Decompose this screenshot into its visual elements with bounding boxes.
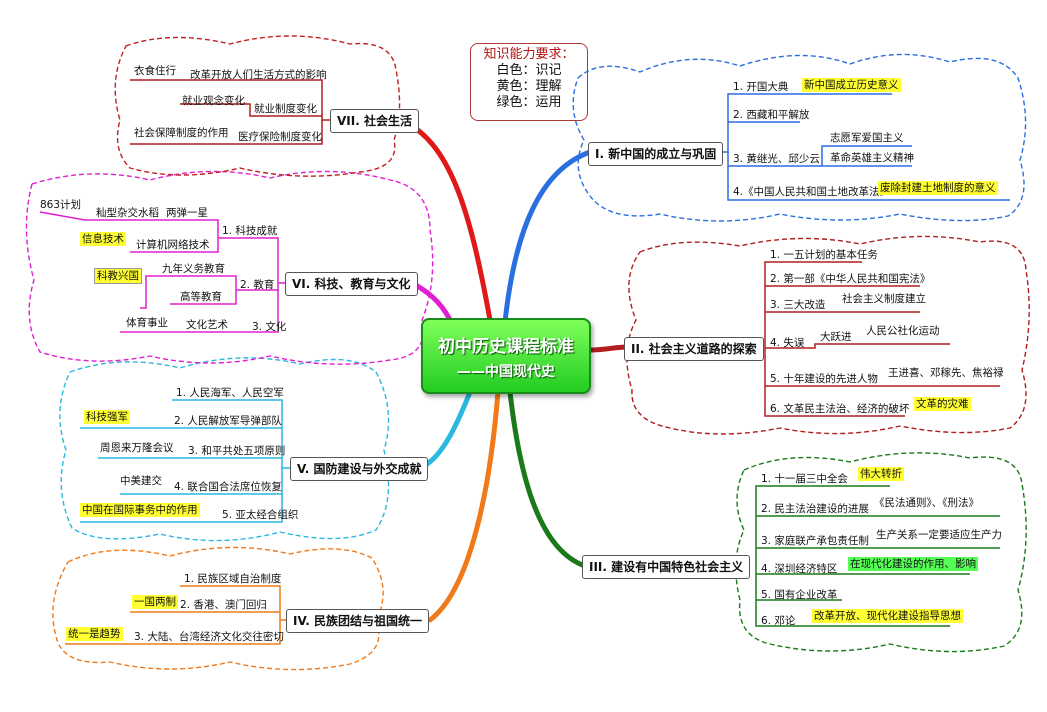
branch-VI-note-6: 科教兴国	[94, 268, 142, 284]
branch-VI-note-5: 计算机网络技术	[136, 239, 210, 251]
branch-VI-note-4: 信息技术	[80, 232, 126, 246]
branch-III-note-1: 伟大转折	[858, 467, 904, 481]
branch-III-note-4: 在现代化建设的作用、影响	[848, 557, 978, 571]
branch-VII-note-6: 医疗保险制度变化	[238, 131, 322, 143]
branch-VI-note-9: 体育事业	[126, 317, 168, 329]
branch-VI-item-2: 2. 教育	[240, 279, 275, 291]
branch-II-note-3: 人民公社化运动	[866, 325, 940, 337]
branch-VI-note-7: 九年义务教育	[162, 263, 225, 275]
branch-II-note-2: 大跃进	[820, 331, 852, 343]
branch-II-item-2: 2. 第一部《中华人民共和国宪法》	[770, 273, 931, 285]
branch-VII-note-4: 就业制度变化	[254, 103, 317, 115]
branch-I-note-2: 志愿军爱国主义	[830, 132, 904, 144]
branch-V-note-4: 中国在国际事务中的作用	[80, 503, 200, 517]
lines-branch-VI	[39, 211, 285, 333]
branch-II-item-4: 4. 失误	[770, 337, 805, 349]
branch-IV-item-2: 2. 香港、澳门回归	[180, 599, 267, 611]
branch-title-VI: VI. 科技、教育与文化	[285, 272, 418, 296]
branch-II-note-1: 社会主义制度建立	[842, 293, 926, 305]
branch-VII-note-5: 社会保障制度的作用	[134, 127, 229, 139]
branch-I-item-3: 3. 黄继光、邱少云	[733, 153, 820, 165]
branch-I-item-1: 1. 开国大典	[733, 81, 789, 93]
branch-VII-note-3: 就业观念变化	[182, 95, 245, 107]
branch-title-VII: VII. 社会生活	[330, 109, 419, 133]
lines-branch-V	[80, 399, 290, 523]
branch-III-item-2: 2. 民主法治建设的进展	[761, 503, 869, 515]
branch-I-note-1: 新中国成立历史意义	[802, 78, 901, 92]
branch-II-item-3: 3. 三大改造	[770, 299, 826, 311]
branch-VII-note-1: 衣食住行	[134, 65, 176, 77]
legend-box: 知识能力要求： 白色：识记 黄色：理解 绿色：运用	[470, 43, 588, 121]
legend-title: 知识能力要求：	[483, 47, 575, 62]
curve-branch-I	[502, 149, 593, 325]
branch-VII-note-2: 改革开放人们生活方式的影响	[190, 69, 327, 81]
cloud-branch-IV	[52, 546, 384, 671]
center-node: 初中历史课程标准 ——中国现代史	[421, 318, 591, 394]
legend-item-white: 白色：识记	[496, 63, 562, 78]
branch-III-item-3: 3. 家庭联产承包责任制	[761, 535, 869, 547]
curve-branch-V	[417, 389, 473, 471]
branch-VI-note-2: 籼型杂交水稻	[96, 207, 159, 219]
cloud-branch-III	[735, 452, 1027, 653]
branch-V-item-3: 3. 和平共处五项原则	[188, 445, 286, 457]
branch-III-item-6: 6. 邓论	[761, 615, 796, 627]
branch-I-item-2: 2. 西藏和平解放	[733, 109, 810, 121]
branch-IV-note-1: 一国两制	[132, 595, 178, 609]
lines-branch-VII	[130, 79, 330, 145]
lines-branch-I	[722, 93, 1010, 201]
branch-title-I: I. 新中国的成立与巩固	[588, 142, 724, 166]
branch-III-item-1: 1. 十一届三中全会	[761, 473, 848, 485]
branch-title-III: III. 建设有中国特色社会主义	[582, 555, 751, 579]
branch-I-note-4: 废除封建土地制度的意义	[878, 181, 998, 195]
branch-II-item-6: 6. 文革民主法治、经济的破坏	[770, 403, 910, 415]
branch-VI-item-1: 1. 科技成就	[222, 225, 278, 237]
branch-V-note-3: 中美建交	[120, 475, 162, 487]
branch-I-item-4: 4.《中国人民共和国土地改革法》	[733, 186, 891, 198]
cloud-branch-II	[626, 235, 1030, 435]
branch-III-note-2: 《民法通则》、《刑法》	[874, 497, 979, 509]
branch-V-item-2: 2. 人民解放军导弹部队	[174, 415, 282, 427]
branch-title-IV: IV. 民族团结与祖国统一	[286, 609, 429, 633]
branch-VI-note-3: 两弹一星	[166, 207, 208, 219]
branch-title-V: V. 国防建设与外交成就	[290, 457, 429, 481]
curve-branch-II	[587, 344, 631, 353]
branch-II-item-1: 1. 一五计划的基本任务	[770, 249, 878, 261]
branch-VI-note-8: 高等教育	[180, 291, 222, 303]
branch-VI-note-1: 863计划	[40, 199, 82, 211]
center-subtitle: ——中国现代史	[457, 364, 555, 380]
branch-V-note-2: 周恩来万隆会议	[100, 442, 174, 454]
branch-IV-item-1: 1. 民族区域自治制度	[184, 573, 282, 585]
cloud-branch-VII	[114, 35, 401, 177]
branch-II-note-5: 文革的灾难	[914, 397, 971, 411]
curve-branch-III	[507, 389, 588, 569]
branch-II-item-5: 5. 十年建设的先进人物	[770, 373, 878, 385]
center-title: 初中历史课程标准	[438, 337, 574, 357]
branch-title-II: II. 社会主义道路的探索	[624, 337, 764, 361]
lines-branch-III	[755, 485, 1000, 627]
cloud-branch-V	[59, 357, 390, 542]
branch-V-item-5: 5. 亚太经合组织	[222, 509, 299, 521]
branch-III-item-5: 5. 国有企业改革	[761, 589, 838, 601]
branch-VI-note-10: 文化艺术	[186, 319, 228, 331]
branch-III-note-5: 改革开放、现代化建设指导思想	[812, 609, 963, 623]
cloud-branch-VI	[25, 170, 434, 365]
branch-VI-item-3: 3. 文化	[252, 321, 287, 333]
curve-branch-IV	[427, 389, 501, 623]
branch-I-note-3: 革命英雄主义精神	[830, 152, 914, 164]
branch-IV-item-3: 3. 大陆、台湾经济文化交往密切	[134, 631, 284, 643]
branch-IV-note-2: 统一是趋势	[66, 627, 123, 641]
branch-II-note-4: 王进喜、邓稼先、焦裕禄	[888, 367, 1004, 379]
lines-branch-II	[764, 261, 1000, 417]
branch-III-item-4: 4. 深圳经济特区	[761, 563, 838, 575]
branch-V-item-1: 1. 人民海军、人民空军	[176, 387, 284, 399]
legend-item-green: 绿色：运用	[496, 95, 562, 110]
branch-V-item-4: 4. 联合国合法席位恢复	[174, 481, 282, 493]
branch-V-note-1: 科技强军	[84, 410, 130, 424]
lines-branch-IV	[65, 585, 286, 645]
branch-III-note-3: 生产关系一定要适应生产力	[876, 529, 1002, 541]
legend-item-yellow: 黄色：理解	[496, 79, 562, 94]
